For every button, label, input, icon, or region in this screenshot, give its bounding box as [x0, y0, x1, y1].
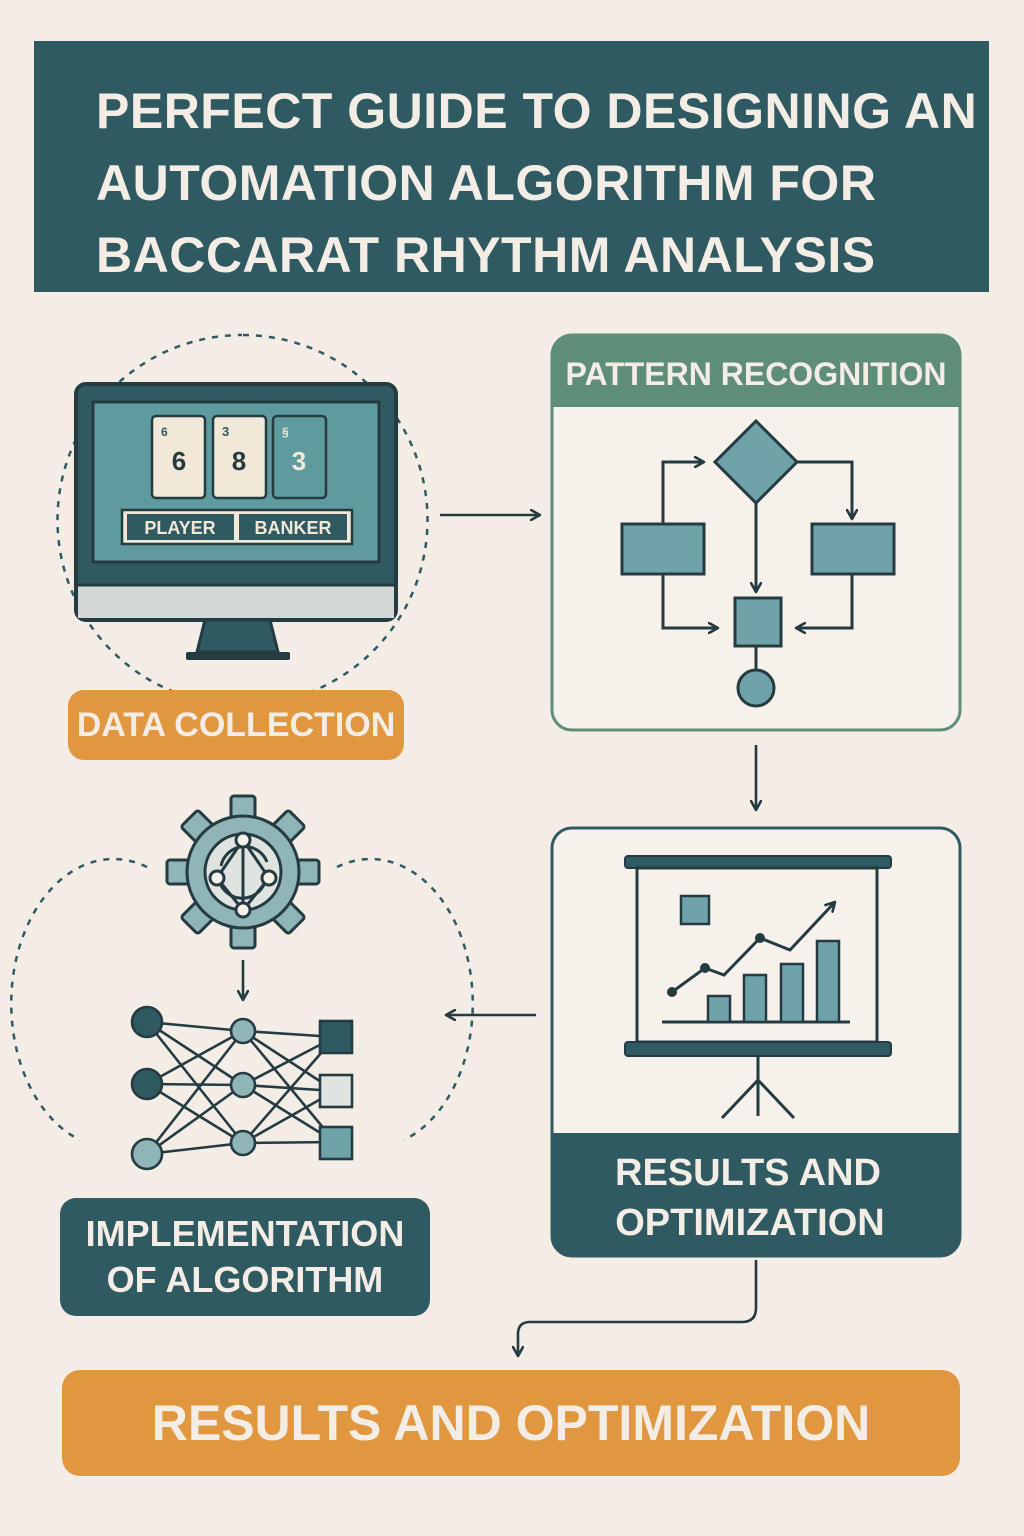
neural-network-icon [130, 1005, 354, 1171]
monitor-bezel [78, 585, 394, 618]
svg-text:3: 3 [292, 446, 306, 476]
arrow-to-final [518, 1260, 758, 1356]
svg-text:§: § [282, 425, 289, 439]
svg-text:6: 6 [172, 446, 186, 476]
card-1: 6 6 [150, 414, 207, 500]
results-label-line-1: RESULTS AND [615, 1152, 881, 1194]
player-label: PLAYER [144, 518, 215, 538]
final-results-text: RESULTS AND OPTIMIZATION [151, 1395, 871, 1451]
title-line-3: BACCARAT RHYTHM ANALYSIS [96, 227, 876, 283]
results-panel: RESULTS AND OPTIMIZATION [550, 826, 962, 1258]
title-line-1: PERFECT GUIDE TO DESIGNING AN [96, 83, 978, 139]
monitor-icon: 6 6 3 8 § 3 PLAYER BANKER [56, 333, 429, 707]
implementation-text-line-2: OF ALGORITHM [106, 1259, 384, 1300]
svg-text:3: 3 [222, 424, 229, 439]
data-collection-label: DATA COLLECTION [68, 690, 404, 760]
implementation-label: IMPLEMENTATION OF ALGORITHM [60, 1198, 430, 1316]
title-line-2: AUTOMATION ALGORITHM FOR [96, 155, 877, 211]
svg-text:6: 6 [161, 425, 168, 439]
final-results-banner: RESULTS AND OPTIMIZATION [62, 1370, 960, 1476]
svg-text:8: 8 [232, 446, 246, 476]
monitor-base [186, 652, 290, 660]
flowchart-icon [620, 418, 896, 708]
card-2: 3 8 [211, 414, 268, 500]
results-label-line-2: OPTIMIZATION [615, 1202, 885, 1244]
pattern-recognition-label: PATTERN RECOGNITION [565, 356, 946, 392]
monitor-stand [195, 618, 280, 654]
data-collection-text: DATA COLLECTION [76, 705, 396, 744]
gear-network-icon [10, 794, 474, 1142]
implementation-text-line-1: IMPLEMENTATION [85, 1213, 405, 1254]
title-banner: PERFECT GUIDE TO DESIGNING AN AUTOMATION… [34, 41, 989, 292]
pattern-recognition-panel: PATTERN RECOGNITION [550, 333, 962, 732]
monitor-dashed-ring [56, 333, 429, 707]
banker-label: BANKER [254, 518, 331, 538]
card-3: § 3 [271, 414, 328, 500]
presentation-chart-icon [624, 855, 892, 1120]
